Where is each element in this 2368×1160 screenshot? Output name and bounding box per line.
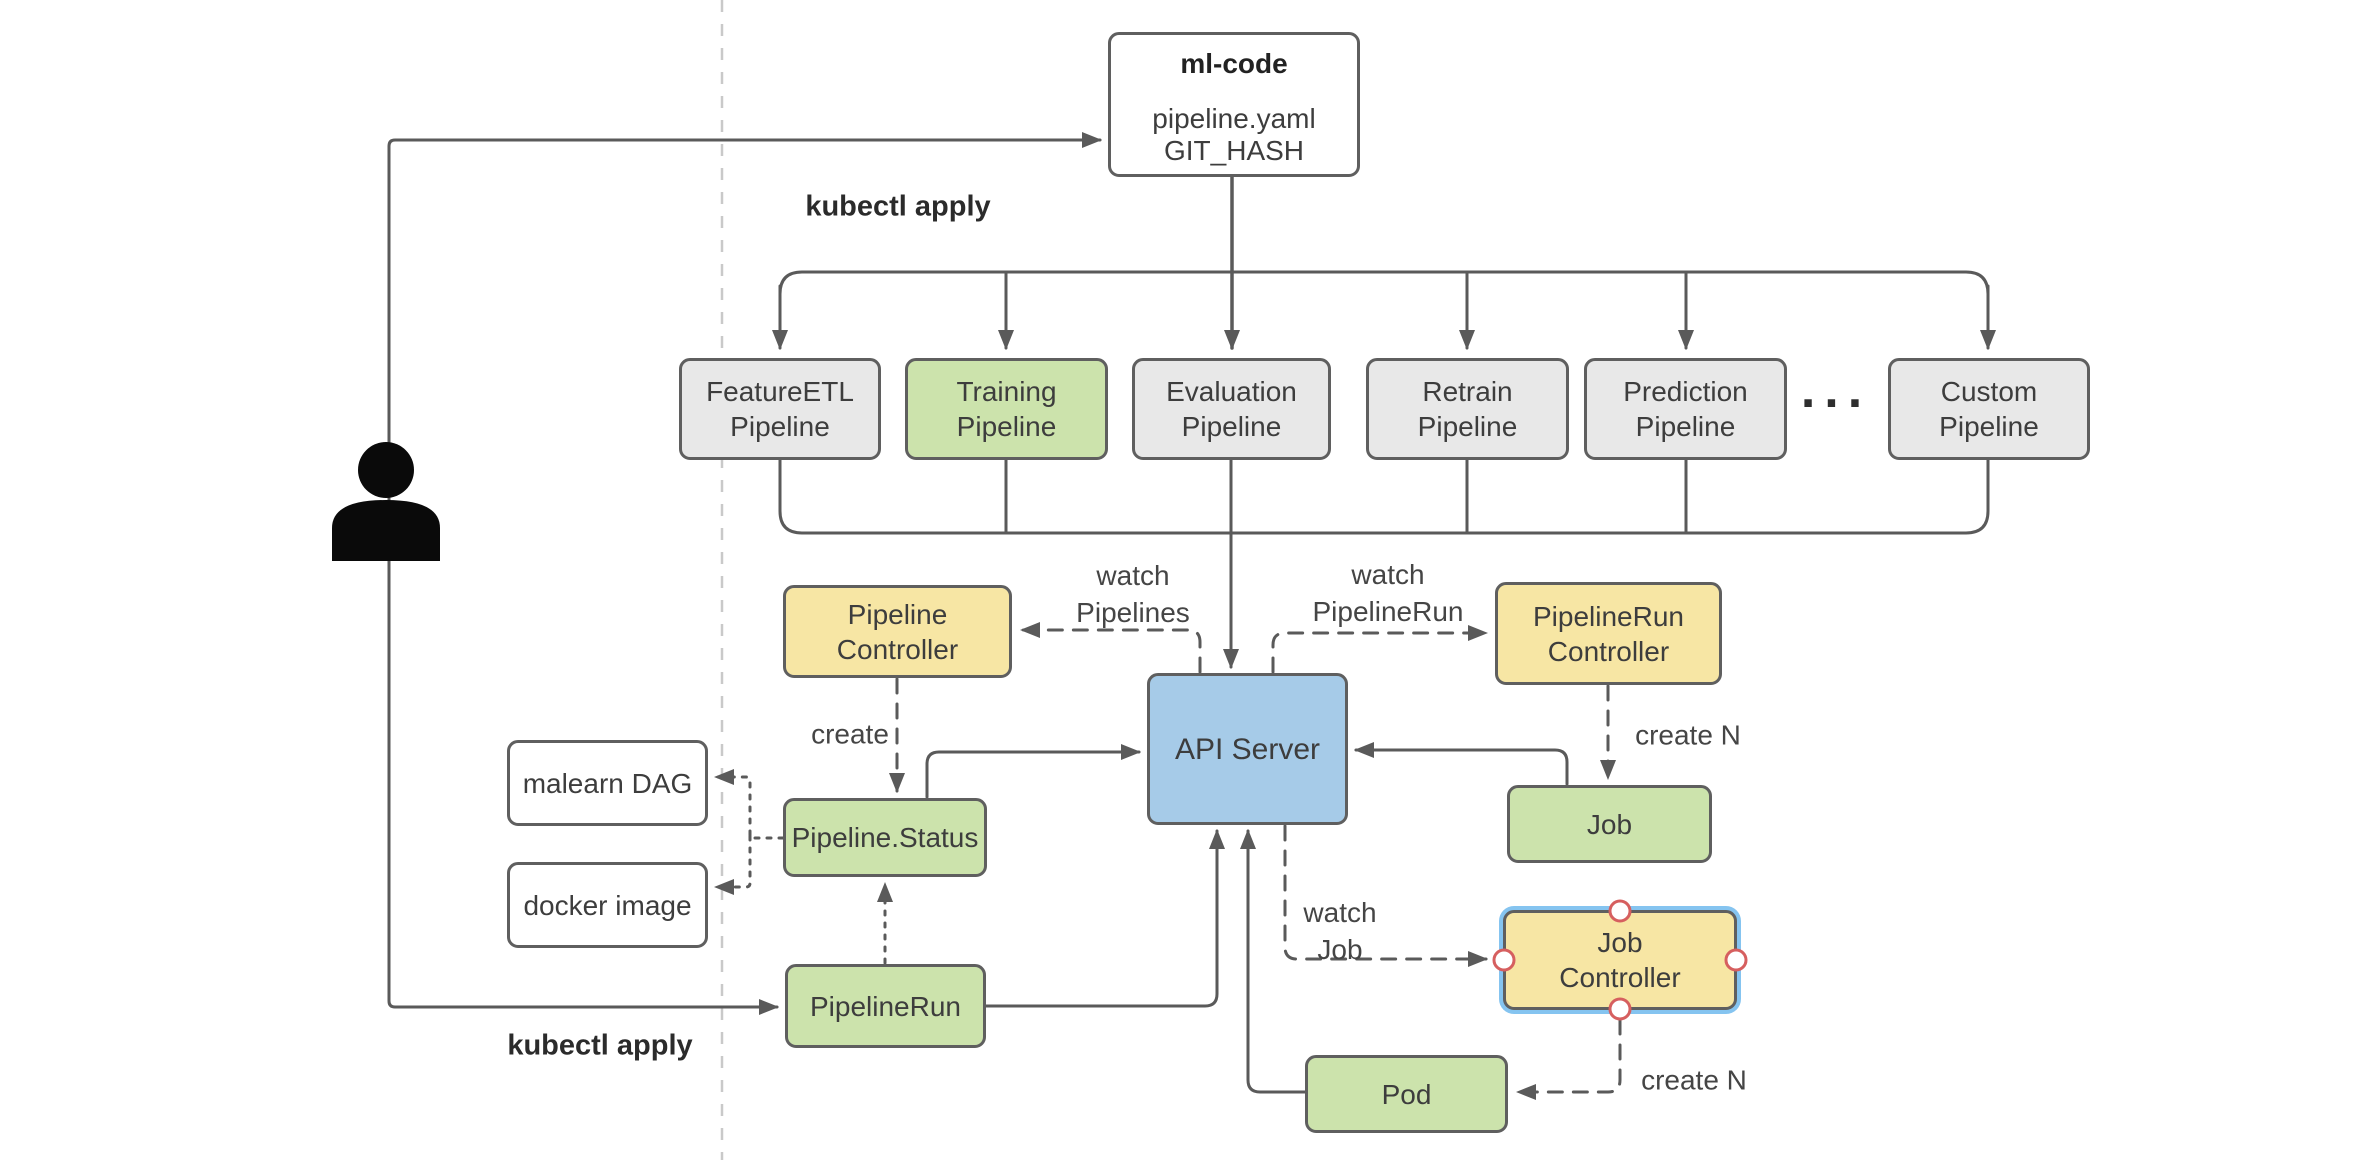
user-icon[interactable]: [332, 442, 440, 561]
label-watch-job: watch Job: [1303, 894, 1376, 968]
node-label: FeatureETL: [706, 376, 854, 407]
edge-kubectl-apply-bottom[interactable]: [387, 503, 779, 1015]
label-create: create: [811, 718, 889, 750]
node-ml-code[interactable]: ml-code pipeline.yaml GIT_HASH: [1108, 32, 1360, 177]
label-line: watch: [1303, 897, 1377, 928]
edge-watch-pipelinerun[interactable]: [1271, 625, 1488, 674]
edge-pipelinerun-to-apiserver[interactable]: [984, 829, 1225, 1008]
label-line: Job: [1317, 934, 1363, 965]
ml-code-pipeline-yaml: pipeline.yaml: [1152, 103, 1316, 134]
node-retrain-pipeline[interactable]: Retrain Pipeline: [1366, 358, 1569, 460]
node-label: Pod: [1381, 1078, 1432, 1110]
edge-pod-to-apiserver[interactable]: [1240, 829, 1307, 1094]
node-label: PipelineRun: [810, 990, 961, 1022]
edge-pipeline-collector-bus[interactable]: [778, 458, 1990, 535]
label-line: Pipelines: [1076, 597, 1190, 628]
node-label: Job: [1586, 808, 1633, 840]
edge-status-to-dag-and-image[interactable]: [714, 769, 785, 895]
edge-watch-pipelines[interactable]: [1020, 622, 1202, 674]
connection-handle-top[interactable]: [1608, 899, 1632, 923]
node-malearn-dag[interactable]: malearn DAG: [507, 740, 708, 826]
label-line: watch: [1351, 559, 1425, 590]
node-label: Controller: [1547, 635, 1670, 667]
node-label: Pipeline: [1635, 411, 1736, 442]
label-line: watch: [1096, 560, 1170, 591]
node-label: Prediction: [1623, 376, 1748, 407]
node-label: malearn DAG: [522, 767, 693, 799]
node-featureetl-pipeline[interactable]: FeatureETL Pipeline: [679, 358, 881, 460]
connection-handle-right[interactable]: [1724, 948, 1748, 972]
edge-kubectl-apply-top[interactable]: [387, 132, 1102, 507]
label-kubectl-apply-bottom: kubectl apply: [507, 1029, 693, 1062]
ellipsis-dots: ...: [1800, 361, 1872, 419]
node-evaluation-pipeline[interactable]: Evaluation Pipeline: [1132, 358, 1331, 460]
edge-job-to-apiserver[interactable]: [1354, 742, 1569, 786]
node-label: Pipeline.Status: [791, 822, 979, 853]
label-watch-pipelines: watch Pipelines: [1076, 557, 1190, 631]
label-line: PipelineRun: [1312, 596, 1464, 627]
connection-handle-bottom[interactable]: [1608, 997, 1632, 1021]
label-create-n-pods: create N: [1641, 1064, 1747, 1096]
node-label: Custom: [1940, 376, 2038, 407]
node-label: Retrain: [1422, 376, 1513, 407]
node-docker-image[interactable]: docker image: [507, 862, 708, 948]
node-label: Pipeline: [1181, 411, 1282, 442]
ml-code-title: ml-code: [1180, 48, 1288, 79]
label-create-n-jobs: create N: [1635, 719, 1741, 751]
edge-create-n-pods[interactable]: [1516, 1018, 1622, 1100]
edge-watch-job[interactable]: [1283, 824, 1488, 967]
node-pipeline-status[interactable]: Pipeline.Status: [783, 798, 987, 877]
node-label: docker image: [523, 889, 692, 921]
edge-pipeline-fanout-bus[interactable]: [772, 270, 1996, 350]
node-label: Job: [1597, 927, 1643, 958]
edge-pipelinestatus-to-apiserver[interactable]: [925, 744, 1141, 799]
node-label: Controller: [1559, 962, 1681, 993]
node-custom-pipeline[interactable]: Custom Pipeline: [1888, 358, 2090, 460]
node-pipelinerun-controller[interactable]: PipelineRun Controller: [1495, 582, 1722, 685]
node-label: Controller: [836, 633, 959, 665]
node-job-controller[interactable]: Job Controller: [1492, 899, 1748, 1021]
node-label: Training: [956, 376, 1057, 407]
connection-handle-left[interactable]: [1492, 948, 1516, 972]
node-job[interactable]: Job: [1507, 785, 1712, 863]
node-training-pipeline[interactable]: Training Pipeline: [905, 358, 1108, 460]
node-label: API Server: [1174, 732, 1321, 766]
node-pipelinerun[interactable]: PipelineRun: [785, 964, 986, 1048]
node-label: Pipeline: [1939, 411, 2039, 442]
node-label: Pipeline: [730, 411, 830, 442]
label-kubectl-apply-top: kubectl apply: [805, 190, 991, 223]
node-pod[interactable]: Pod: [1305, 1055, 1508, 1133]
node-api-server[interactable]: API Server: [1147, 673, 1348, 825]
node-prediction-pipeline[interactable]: Prediction Pipeline: [1584, 358, 1787, 460]
node-pipeline-controller[interactable]: Pipeline Controller: [783, 585, 1012, 678]
node-label: Pipeline: [1417, 411, 1518, 442]
label-watch-pipelinerun: watch PipelineRun: [1313, 556, 1464, 630]
node-label: Evaluation: [1166, 376, 1297, 407]
node-label: Pipeline: [956, 411, 1057, 442]
ml-code-git-hash: GIT_HASH: [1163, 135, 1305, 166]
node-label: PipelineRun: [1533, 600, 1684, 632]
node-label: Pipeline: [847, 598, 948, 630]
